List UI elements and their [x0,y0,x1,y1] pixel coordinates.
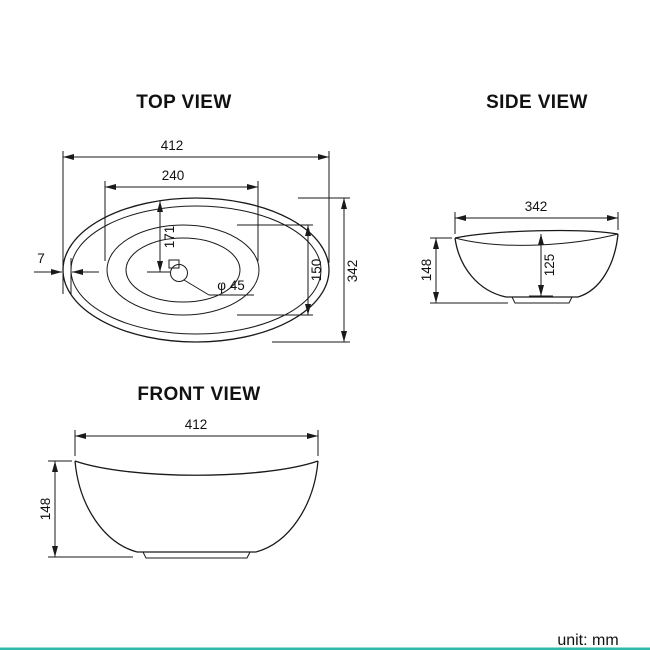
side-dim-342: 342 [454,199,619,234]
top-basin-width-label: 240 [162,168,185,183]
front-view-shape [74,460,319,559]
top-basin-depth-label: 150 [309,259,324,282]
footer: unit: mm [0,632,650,650]
top-dim-150: 150 [237,224,324,316]
front-view: FRONT VIEW 412 148 [38,384,319,559]
side-view-shape [454,229,619,304]
top-width-label: 412 [161,138,184,153]
top-view: TOP VIEW 412 240 [34,92,360,343]
side-height-label: 148 [419,259,434,282]
side-width-label: 342 [525,199,548,214]
front-width-label: 412 [185,417,208,432]
top-dim-7: 7 [34,251,99,294]
front-view-title: FRONT VIEW [137,384,260,405]
top-dim-412: 412 [62,138,330,263]
top-dim-342: 342 [272,197,360,343]
side-view: SIDE VIEW 342 148 125 [419,92,619,304]
top-dim-171: 171 [147,201,177,273]
top-view-shape [62,197,330,343]
top-wall-thickness-label: 7 [37,251,45,266]
side-dim-148: 148 [419,237,508,304]
drain-symbol [168,259,188,282]
accent-bottom-bar [0,647,650,650]
front-height-label: 148 [38,498,53,521]
front-dim-148: 148 [38,460,133,558]
unit-label: unit: mm [557,632,618,649]
side-inner-depth-label: 125 [542,254,557,277]
front-dim-412: 412 [74,417,319,456]
top-drain-callout: φ 45 [183,278,254,296]
top-dim-240: 240 [104,168,259,261]
top-view-title: TOP VIEW [136,92,231,113]
side-view-title: SIDE VIEW [486,92,588,113]
side-dim-125: 125 [529,234,557,297]
top-drain-diameter-label: φ 45 [217,278,245,293]
top-center-offset-label: 171 [162,226,177,249]
top-depth-label: 342 [345,260,360,283]
